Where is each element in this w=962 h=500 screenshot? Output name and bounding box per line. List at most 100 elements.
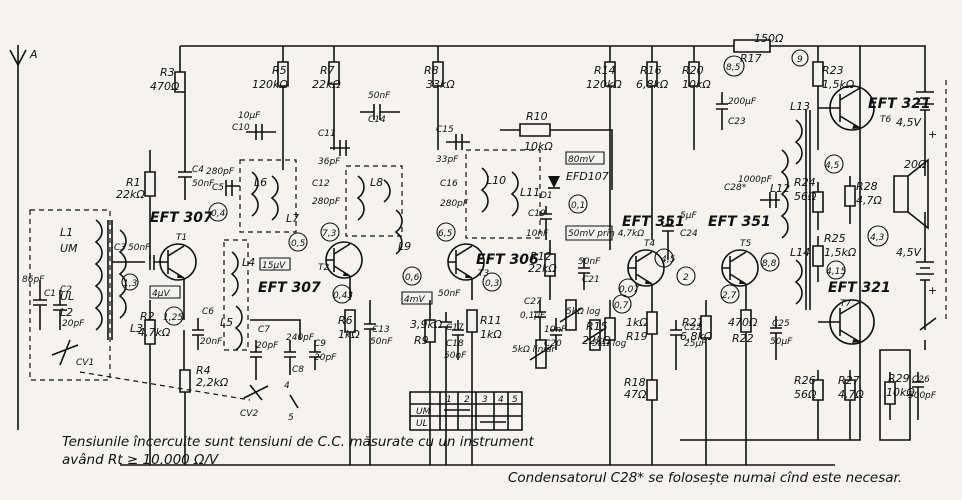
band-ul-label: UL — [60, 290, 74, 303]
c27-ref: C27 — [524, 297, 542, 307]
c12-ref: C12 — [312, 179, 330, 189]
r24-value: 56Ω — [794, 190, 817, 203]
r3-ref: R3 — [160, 66, 175, 79]
coil-l5-label: L5 — [220, 316, 233, 329]
r22-value: 470Ω — [728, 316, 758, 329]
coil-l3-label: L3 — [130, 322, 143, 335]
r29-value: 10kΩ — [886, 386, 915, 399]
c4-value: 50nF — [192, 179, 215, 189]
r12-ref: R12 — [530, 250, 552, 263]
c18-value: 50nF — [444, 351, 467, 361]
r21-value: 6,8kΩ — [680, 330, 713, 343]
r9-ref: R9 — [414, 334, 429, 347]
voltage-7-3: 7,3 — [322, 229, 337, 239]
r7-value: 22kΩ — [312, 78, 341, 91]
if-transformer-1: R7 22kΩ 50nF C14 C11 36pF L8 L9 C12 280p… — [312, 46, 433, 305]
c28-ref: C28* — [724, 183, 747, 193]
r29-ref: R29 — [888, 372, 910, 385]
c20-ref: C20 — [544, 339, 562, 349]
c5-ref: C5 — [212, 183, 224, 193]
c6-ref: C6 — [202, 307, 214, 317]
c15-value: 33pF — [436, 155, 459, 165]
c28-note: Condensatorul C28* se folosește numai cî… — [508, 470, 902, 486]
c28-value: 1000pF — [738, 175, 773, 185]
coil-l11-label: L11 — [520, 186, 540, 199]
c17-value: 50nF — [438, 289, 461, 299]
c2-ref: C2 — [60, 285, 72, 295]
c26-ref: C26 — [912, 375, 930, 385]
voltage-0-43: 0,43 — [333, 291, 353, 301]
voltage-0-3: 0,3 — [485, 279, 500, 289]
supply-rails — [120, 45, 926, 466]
c1-ref: C1 — [44, 289, 56, 299]
driver-transformer: L12 L13 L14 — [770, 100, 811, 310]
r23-value: 1,5kΩ — [822, 78, 855, 91]
r1-ref: R1 — [126, 176, 141, 189]
c7-value: 20pF — [256, 341, 279, 351]
switch-row-ul: UL — [416, 419, 428, 429]
r27-value: 4,7Ω — [856, 194, 882, 207]
c27-value: 0,1μF — [520, 311, 546, 321]
cv2-label: CV2 — [240, 409, 258, 419]
t7-type: EFT 321 — [828, 280, 891, 296]
r20-ref: R20 — [682, 64, 704, 77]
r19-value: 1kΩ — [626, 316, 648, 329]
switch-pos-4: 4 — [284, 381, 290, 391]
r22-ref: R22 — [732, 332, 754, 345]
switch-col-4: 4 — [498, 395, 504, 405]
signal-4uv: 4μV — [152, 289, 170, 299]
r6-ref: R6 — [338, 314, 353, 327]
c8-ref: C8 — [292, 365, 304, 375]
c9-value: 20pF — [314, 353, 337, 363]
band-um-label: UM — [60, 242, 78, 255]
t1-ref: T1 — [176, 233, 187, 243]
t7-ref: T7 — [840, 299, 851, 309]
band-switch-table: 1 2 3 4 5 UM UL — [409, 391, 523, 431]
r16-value: 6,8kΩ — [636, 78, 669, 91]
signal-15uv: 15μV — [262, 261, 286, 271]
r14-value: 120kΩ — [586, 78, 622, 91]
c24-ref: C24 — [680, 229, 698, 239]
t5-ref: T5 — [740, 239, 751, 249]
coil-l14-label: L14 — [790, 246, 810, 259]
voltage-0-1: 0,1 — [571, 201, 585, 211]
coil-l10-label: L10 — [486, 174, 506, 187]
r19-ref: R19 — [626, 330, 648, 343]
c22-ref: C22 — [684, 323, 702, 333]
tension-note-line1: Tensiunile încercuite sunt tensiuni de C… — [62, 434, 535, 450]
r23-ref: R23 — [822, 64, 844, 77]
c5-value: 280pF — [206, 167, 235, 177]
r11-value: 1kΩ — [480, 328, 502, 341]
r28-value: 4,7Ω — [838, 388, 864, 401]
switch-row-um: UM — [416, 407, 431, 417]
c21-ref: C21 — [582, 275, 600, 285]
r4-ref: R4 — [196, 364, 211, 377]
r26-value: 56Ω — [794, 388, 817, 401]
switch-col-2: 2 — [464, 395, 470, 405]
r5-value: 120kΩ — [252, 78, 288, 91]
pot-log-1: 5kΩ log — [566, 307, 601, 317]
battery-2-voltage: 4,5V — [896, 246, 922, 259]
coil-l2-label: L2 — [60, 306, 73, 319]
voltage-8-5: 8,5 — [726, 63, 741, 73]
c24-value: 5μF — [680, 211, 697, 221]
voltage-0-7: 0,7 — [614, 301, 629, 311]
t2-ref: T2 — [318, 263, 329, 273]
r15-value: 22kΩ — [582, 334, 611, 347]
detector-stage: R10 10kΩ 80mV EFD107 D1 0,1 C19 10nF 50m… — [500, 110, 644, 369]
battery-1-voltage: 4,5V — [896, 116, 922, 129]
t5-stage: R20 10kΩ R17 150Ω 200μF C23 EFT 351 T5 2… — [676, 32, 793, 465]
output-stage: 9 8,5 R23 1,5kΩ EFT 321 T6 R24 56Ω 4,5 R… — [723, 46, 937, 441]
voltage-6-5: 6,5 — [438, 229, 453, 239]
voltage-1-3: 1,3 — [123, 279, 138, 289]
coil-l13-label: L13 — [790, 100, 810, 113]
c10-ref: C10 — [232, 123, 250, 133]
t1-type: EFT 307 — [150, 210, 213, 226]
r28-ref: R27 — [838, 374, 860, 387]
r8-value: 33kΩ — [426, 78, 455, 91]
t2-stage: R5 120kΩ 10μF C10 L6 L7 280pF C5 T2 0,5 … — [206, 46, 393, 465]
diode-type: EFD107 — [566, 170, 609, 183]
c25-value: 50μF — [770, 337, 793, 347]
